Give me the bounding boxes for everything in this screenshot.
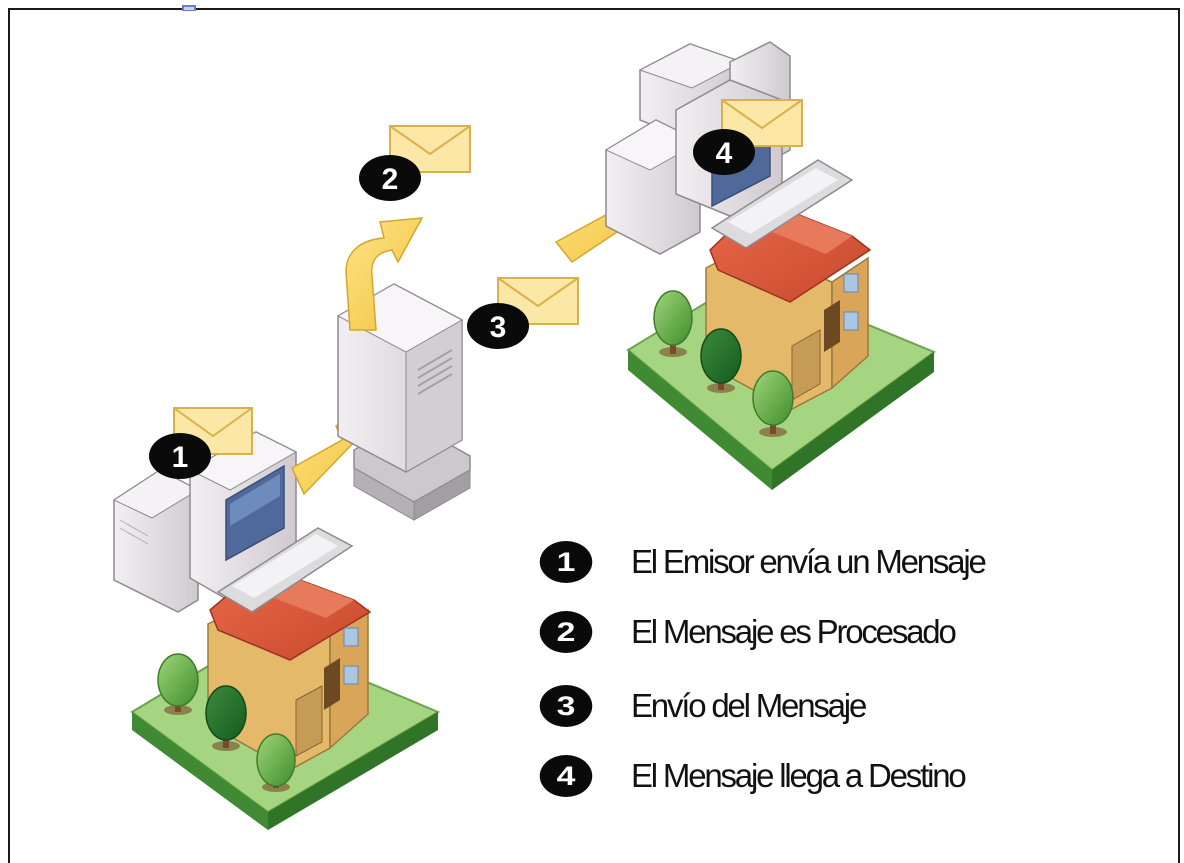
legend-badge-3: 3 [539, 685, 593, 727]
step-badge-2-number: 2 [382, 163, 399, 196]
legend-badge-2: 2 [539, 611, 593, 653]
tree-icon [700, 328, 742, 393]
step-badge-2: 2 [359, 155, 421, 201]
arrow-icon [345, 217, 424, 331]
step-badge-3: 3 [467, 303, 529, 349]
legend-badge-1: 1 [539, 541, 593, 583]
legend-label-2: El Mensaje es Procesado [631, 613, 957, 650]
legend-label-1: El Emisor envía un Mensaje [631, 543, 987, 580]
tree-icon [256, 733, 296, 792]
legend-item-4: 4 El Mensaje llega a Destino [539, 752, 967, 800]
step-badge-3-number: 3 [490, 311, 507, 344]
step-badge-4: 4 [693, 129, 755, 175]
sender-computer-icon [112, 431, 298, 613]
legend-item-3: 3 Envío del Mensaje [539, 682, 867, 730]
tree-icon [205, 685, 247, 751]
mail-server-icon [336, 283, 471, 521]
envelope-icon [389, 125, 471, 173]
sender-site [112, 431, 441, 830]
legend-label-4: El Mensaje llega a Destino [631, 757, 967, 794]
legend-badge-4: 4 [539, 755, 593, 797]
legend-item-1: 1 El Emisor envía un Mensaje [539, 538, 987, 586]
legend-item-2: 2 El Mensaje es Procesado [539, 608, 957, 656]
tree-icon [157, 653, 199, 715]
corner-glyph-icon [180, 0, 202, 11]
step-badge-4-number: 4 [716, 137, 733, 170]
step-badge-1: 1 [149, 433, 211, 479]
legend-label-3: Envío del Mensaje [631, 687, 867, 724]
tree-icon [653, 290, 693, 357]
step-badge-1-number: 1 [172, 441, 189, 474]
tree-icon [752, 370, 794, 437]
